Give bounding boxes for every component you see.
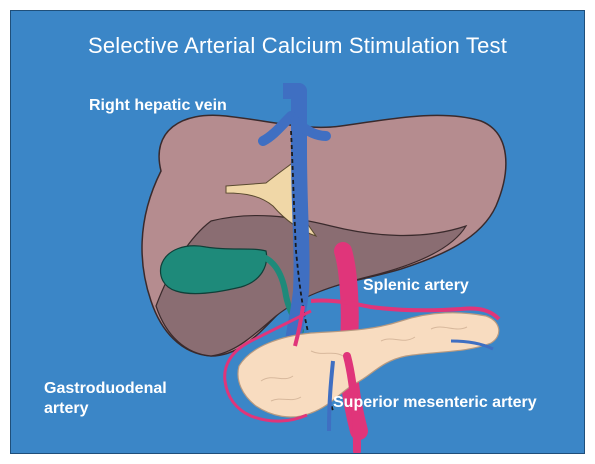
label-splenic-artery: Splenic artery [363, 276, 469, 296]
label-right-hepatic-vein: Right hepatic vein [89, 96, 227, 116]
diagram-panel: Selective Arterial Calcium Stimulation T… [10, 10, 585, 454]
label-gastroduodenal-artery: Gastroduodenal artery [44, 379, 184, 419]
diagram-title: Selective Arterial Calcium Stimulation T… [11, 33, 584, 59]
label-superior-mesenteric-artery: Superior mesenteric artery [333, 393, 537, 413]
